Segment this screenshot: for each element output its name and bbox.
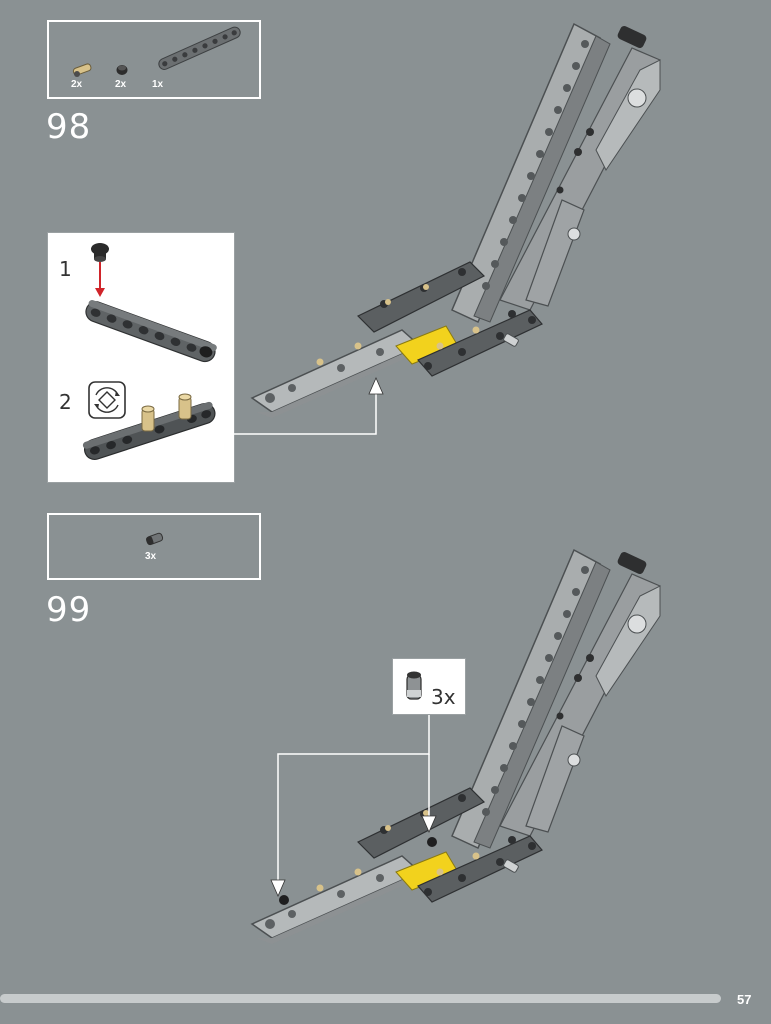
red-arrow-icon [95,262,105,297]
part-callout: 3x [392,658,466,715]
dark-pin-icon [146,532,164,546]
subassembly-panel: 1 2 [47,232,235,483]
subassembly-drawing [82,243,217,461]
part-qty: 2x [71,79,83,90]
black-pin-icon [116,65,128,75]
parts-list-icons [72,26,241,77]
substep-number: 1 [59,257,72,281]
step-number: 98 [46,107,92,147]
black-pin-icon [279,837,437,905]
assembly-arrow [234,377,384,435]
black-pin-icon [91,243,109,262]
part-qty: 2x [115,79,127,90]
step-99-parts-list: 3x [47,513,261,580]
step-number: 99 [46,590,92,630]
dark-pin-icon [406,671,422,700]
gray-beam-icon [85,299,217,363]
step-99-model [251,549,661,945]
callout-qty: 3x [431,685,456,709]
page-progress-bar [0,994,721,1003]
tan-axle-pin-icon [141,393,192,432]
tan-axle-pin-icon [72,63,92,77]
step-98-model [251,23,661,419]
rotate-model-icon [88,381,126,419]
part-qty: 1x [152,79,164,90]
part-qty: 3x [145,551,157,562]
page-number: 57 [737,992,752,1007]
step-98-parts-list: 2x 2x 1x [47,20,261,99]
gray-beam-icon [158,26,241,70]
assembly-arrow [270,715,437,897]
substep-number: 2 [59,390,72,414]
parts-list-icons [146,532,164,546]
